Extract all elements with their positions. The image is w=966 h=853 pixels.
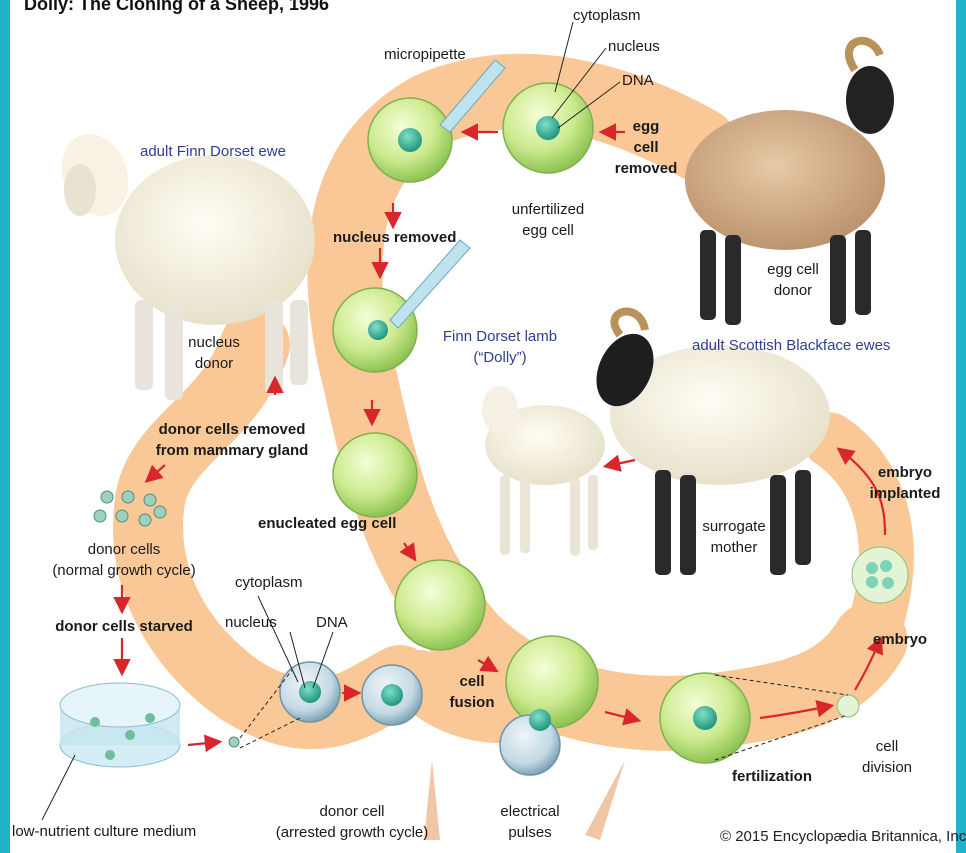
- label-cell-division-2: division: [862, 758, 912, 777]
- label-cell-fusion-2: fusion: [450, 693, 495, 712]
- label-surrogate-mother-2: mother: [711, 538, 758, 557]
- label-egg-cell-removed-1: egg: [633, 117, 660, 136]
- label-donor-cell-2: (arrested growth cycle): [276, 823, 429, 842]
- label-egg-cell-removed-3: removed: [615, 159, 678, 178]
- label-egg-cell-donor-1: egg cell: [767, 260, 819, 279]
- label-fertilization: fertilization: [732, 767, 812, 786]
- label-enucleated-egg-cell: enucleated egg cell: [258, 514, 396, 533]
- label-dna-top: DNA: [622, 71, 654, 90]
- label-nucleus-top: nucleus: [608, 37, 660, 56]
- label-donor-cells-removed-2: from mammary gland: [156, 441, 309, 460]
- label-egg-cell-donor-2: donor: [774, 281, 812, 300]
- diagram-title: Dolly: The Cloning of a Sheep, 1996: [24, 0, 329, 15]
- label-micropipette: micropipette: [384, 45, 466, 64]
- donor-cell-arrested: [362, 665, 422, 725]
- label-adult-scottish-blackface: adult Scottish Blackface ewes: [692, 336, 890, 355]
- label-donor-cells-1: donor cells: [88, 540, 161, 559]
- label-egg-cell-removed-2: cell: [633, 138, 658, 157]
- label-cytoplasm-top: cytoplasm: [573, 6, 641, 25]
- petri-dish-icon: [60, 683, 180, 767]
- label-donor-cells-2: (normal growth cycle): [52, 561, 195, 580]
- label-nucleus-donor-1: nucleus: [188, 333, 240, 352]
- label-donor-cells-removed-1: donor cells removed: [159, 420, 306, 439]
- label-low-nutrient-culture: low-nutrient culture medium: [12, 822, 196, 841]
- white-sheep-icon: [51, 125, 315, 400]
- label-nucleus-donor-2: donor: [195, 354, 233, 373]
- label-finn-dorset-lamb-1: Finn Dorset lamb: [443, 327, 557, 346]
- egg-cell-enucleated-2: [395, 560, 485, 650]
- label-adult-finn-dorset-ewe: adult Finn Dorset ewe: [140, 142, 286, 161]
- egg-cell-fusion: [500, 636, 598, 775]
- label-electrical-1: electrical: [500, 802, 559, 821]
- single-donor-cell: [229, 737, 239, 747]
- egg-cell-unfertilized: [503, 83, 593, 173]
- label-donor-cell-1: donor cell: [319, 802, 384, 821]
- lamb-icon: [482, 386, 605, 556]
- label-embryo-implanted-2: implanted: [870, 484, 941, 503]
- label-donor-cells-starved: donor cells starved: [55, 617, 193, 636]
- label-unfertilized-1: unfertilized: [512, 200, 585, 219]
- egg-cell-pipette: [368, 98, 452, 182]
- label-cell-fusion-1: cell: [459, 672, 484, 691]
- label-surrogate-mother-1: surrogate: [702, 517, 765, 536]
- copyright-notice: © 2015 Encyclopædia Britannica, Inc: [720, 828, 966, 845]
- label-finn-dorset-lamb-2: (“Dolly”): [473, 348, 526, 367]
- egg-cell-enucleated-1: [333, 433, 417, 517]
- label-embryo: embryo: [873, 630, 927, 649]
- label-nucleus-bottom: nucleus: [225, 613, 277, 632]
- label-dna-bottom: DNA: [316, 613, 348, 632]
- label-embryo-implanted-1: embryo: [878, 463, 932, 482]
- label-electrical-2: pulses: [508, 823, 551, 842]
- label-nucleus-removed: nucleus removed: [333, 228, 456, 247]
- egg-cell-fertilization: [660, 673, 750, 763]
- label-cell-division-1: cell: [876, 737, 899, 756]
- donor-cell-enlarged: [280, 662, 340, 722]
- egg-cell-nucleus-removed: [333, 288, 417, 372]
- label-unfertilized-2: egg cell: [522, 221, 574, 240]
- label-cytoplasm-bottom: cytoplasm: [235, 573, 303, 592]
